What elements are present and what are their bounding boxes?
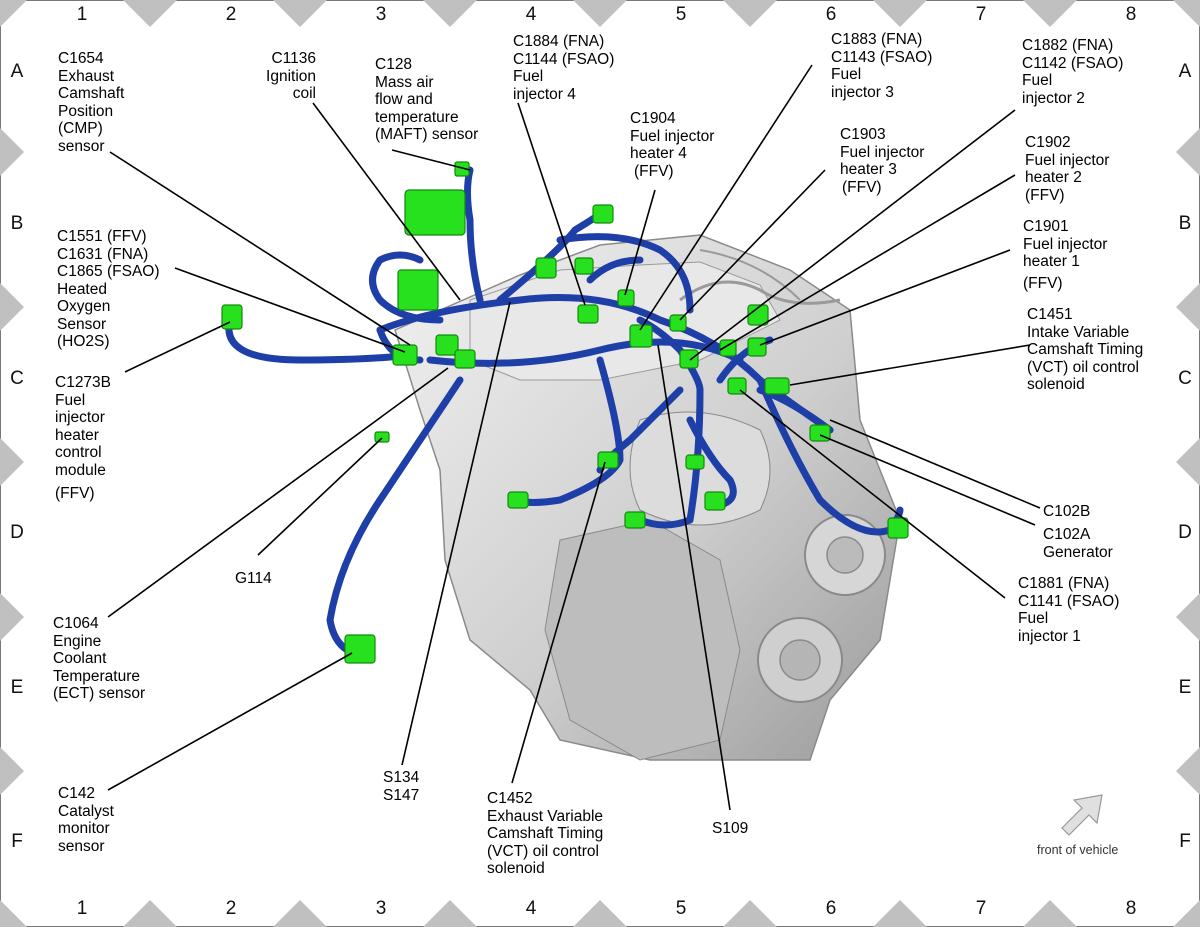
- border-marker: [873, 900, 927, 927]
- label-c1551: C1551 (FFV)C1631 (FNA)C1865 (FSAO)Heated…: [57, 228, 160, 350]
- border-marker: [723, 0, 777, 27]
- border-marker: [273, 900, 327, 927]
- label-g114: G114: [235, 570, 272, 587]
- border-marker: [0, 128, 24, 176]
- grid-row-label: C: [10, 368, 24, 389]
- grid-row-label: F: [1179, 831, 1191, 852]
- border-marker: [423, 900, 477, 927]
- grid-column-label: 8: [1125, 4, 1137, 25]
- border-marker: [1176, 283, 1200, 331]
- grid-column-label: 1: [76, 4, 88, 25]
- grid-column-label: 3: [375, 898, 387, 919]
- label-c102b: C102B: [1043, 503, 1091, 520]
- front-of-vehicle-label: front of vehicle: [1037, 843, 1119, 857]
- border-marker: [1023, 0, 1077, 27]
- border-marker: [0, 283, 24, 331]
- grid-column-label: 5: [675, 4, 687, 25]
- border-marker: [723, 900, 777, 927]
- grid-row-label: D: [10, 522, 24, 543]
- border-marker: [0, 903, 24, 927]
- grid-column-label: 7: [975, 898, 987, 919]
- border-marker: [0, 747, 24, 795]
- border-marker: [0, 438, 24, 486]
- border-marker: [0, 0, 24, 24]
- border-marker: [123, 900, 177, 927]
- grid-row-label: E: [1178, 677, 1192, 698]
- label-s109: S109: [712, 820, 749, 837]
- grid-column-label: 1: [76, 898, 88, 919]
- grid-column-label: 6: [825, 898, 837, 919]
- leader-lines: [107, 64, 1041, 811]
- border-marker: [0, 593, 24, 641]
- border-marker: [1176, 747, 1200, 795]
- border-marker: [1176, 438, 1200, 486]
- border-marker: [423, 0, 477, 27]
- border-marker: [573, 0, 627, 27]
- grid-column-label: 2: [225, 4, 237, 25]
- engine-block: [394, 234, 901, 761]
- border-marker: [1176, 128, 1200, 176]
- grid-row-label: A: [1178, 61, 1192, 82]
- grid-row-label: D: [1178, 522, 1192, 543]
- grid-row-label: F: [11, 831, 23, 852]
- grid-row-label: C: [1178, 368, 1192, 389]
- grid-column-label: 4: [525, 898, 537, 919]
- border-marker: [1176, 593, 1200, 641]
- border-marker: [1176, 0, 1200, 24]
- front-of-vehicle-arrow-icon: [1061, 794, 1103, 836]
- border-marker: [123, 0, 177, 27]
- border-marker: [573, 900, 627, 927]
- border-marker: [1176, 903, 1200, 927]
- connectors: [221, 161, 909, 664]
- grid-column-label: 4: [525, 4, 537, 25]
- grid-column-label: 5: [675, 898, 687, 919]
- grid-column-label: 7: [975, 4, 987, 25]
- grid-column-label: 2: [225, 898, 237, 919]
- border-marker: [273, 0, 327, 27]
- border-marker: [873, 0, 927, 27]
- grid-column-label: 6: [825, 4, 837, 25]
- wiring-harness: [225, 166, 904, 659]
- grid-row-label: E: [10, 677, 24, 698]
- grid-row-label: B: [1178, 213, 1192, 234]
- border-marker: [1023, 900, 1077, 927]
- grid-row-label: B: [10, 213, 24, 234]
- grid-row-label: A: [10, 61, 24, 82]
- grid-column-label: 3: [375, 4, 387, 25]
- grid-column-label: 8: [1125, 898, 1137, 919]
